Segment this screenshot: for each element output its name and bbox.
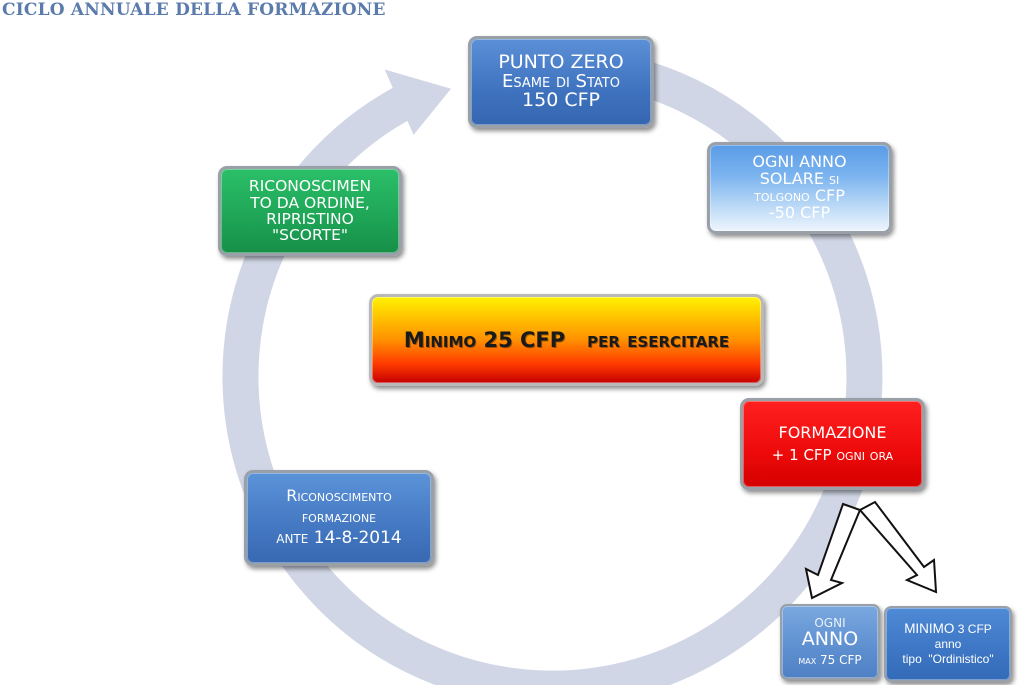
minimo-3-anno: anno bbox=[934, 637, 962, 652]
riconoscimento-ordine-line-3: RIPRISTINO bbox=[266, 210, 354, 228]
riconoscimento-ordine-line-1: RICONOSCIMEN bbox=[248, 177, 372, 196]
ogni-anno-max-line-1: OGNI bbox=[814, 616, 846, 631]
riconoscimento-formazione-line-1: Riconoscimento bbox=[286, 486, 392, 506]
ogni-anno-tolgono: tolgono bbox=[754, 187, 810, 205]
riconoscimento-formazione-line-2: formazione bbox=[301, 507, 377, 527]
node-ogni-anno-solare: OGNI ANNO SOLARE si tolgono CFP -50 CFP bbox=[707, 142, 892, 234]
node-punto-zero: PUNTO ZERO Esame di Stato 150 CFP bbox=[468, 36, 654, 128]
minimo-per-esercitare: per esercitare bbox=[587, 327, 730, 352]
ogni-anno-max-line-3: max 75 CFP bbox=[798, 652, 862, 667]
minimo-main: Minimo 25 CFP bbox=[403, 327, 566, 352]
ogni-anno-si: si bbox=[829, 170, 840, 189]
punto-zero-subtitle: Esame di Stato bbox=[502, 70, 620, 92]
ogni-anno-cfp: CFP bbox=[814, 186, 845, 205]
split-arrow-right-icon bbox=[858, 500, 938, 594]
cycle-arrow-icon bbox=[222, 54, 883, 685]
riconoscimento-ordine-line-4: "SCORTE" bbox=[271, 226, 349, 245]
diagram-title: CICLO ANNUALE DELLA FORMAZIONE bbox=[2, 0, 386, 20]
ogni-anno-max-line-2: ANNO bbox=[801, 628, 859, 651]
formazione-plus-one: + 1 CFP bbox=[771, 445, 832, 464]
minimo-3-tipo: tipo "Ordinistico" bbox=[902, 652, 994, 667]
punto-zero-title: PUNTO ZERO bbox=[498, 50, 624, 73]
minimo-3-label: MINIMO bbox=[904, 621, 955, 637]
node-formazione: FORMAZIONE + 1 CFP ogni ora bbox=[740, 398, 925, 490]
ogni-anno-minus-50: -50 CFP bbox=[768, 202, 831, 222]
formazione-title: FORMAZIONE bbox=[778, 422, 887, 442]
node-minimo-25-cfp: Minimo 25 CFP per esercitare bbox=[369, 294, 764, 386]
formazione-ogni-ora: ogni ora bbox=[836, 445, 894, 464]
cycle-arrowhead bbox=[384, 69, 451, 135]
split-arrow-left-icon bbox=[804, 502, 862, 600]
ogni-anno-line-2: SOLARE bbox=[759, 169, 824, 189]
punto-zero-credits: 150 CFP bbox=[522, 89, 600, 112]
minimo-3-credits: 3 CFP bbox=[957, 622, 992, 637]
riconoscimento-formazione-date: 14-8-2014 bbox=[313, 527, 402, 548]
node-riconoscimento-formazione: Riconoscimento formazione ante 14-8-2014 bbox=[244, 470, 434, 566]
node-minimo-3-cfp: MINIMO 3 CFP anno tipo "Ordinistico" bbox=[884, 606, 1012, 682]
node-ogni-anno-max-75: OGNI ANNO max 75 CFP bbox=[780, 604, 880, 680]
cycle-ring bbox=[222, 54, 883, 685]
riconoscimento-ordine-line-2: TO DA ORDINE, bbox=[250, 193, 370, 212]
riconoscimento-formazione-ante: ante bbox=[276, 527, 309, 548]
node-riconoscimento-ordine: RICONOSCIMEN TO DA ORDINE, RIPRISTINO "S… bbox=[218, 166, 402, 256]
ogni-anno-line-1: OGNI ANNO bbox=[752, 152, 847, 172]
